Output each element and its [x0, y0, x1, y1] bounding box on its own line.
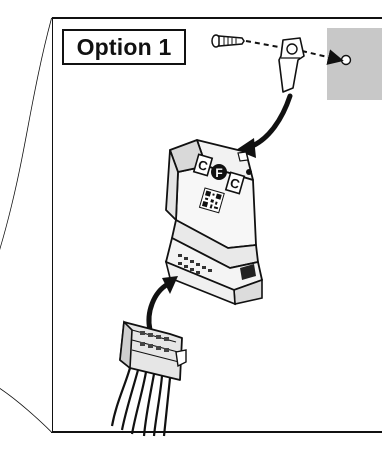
- option-label: Option 1: [62, 29, 186, 65]
- page-curl-shade: [0, 18, 52, 432]
- curved-arrow-icon: [247, 93, 293, 150]
- wall-panel: [327, 28, 382, 100]
- curved-arrow-up-icon: [146, 281, 171, 333]
- logo-letter-2: F: [215, 166, 222, 180]
- curved-arrow-up-head: [162, 276, 178, 294]
- mounting-bracket-icon: [278, 37, 305, 93]
- wall-hole-icon: [340, 54, 352, 66]
- module-logo: C F C: [192, 153, 252, 214]
- qr-code: [198, 187, 225, 214]
- screw-icon: [211, 34, 245, 48]
- curved-arrow-head: [236, 138, 256, 158]
- module-connector-slots: [178, 254, 212, 274]
- module-unit: [164, 139, 263, 306]
- wiring-harness-icon: [110, 320, 187, 437]
